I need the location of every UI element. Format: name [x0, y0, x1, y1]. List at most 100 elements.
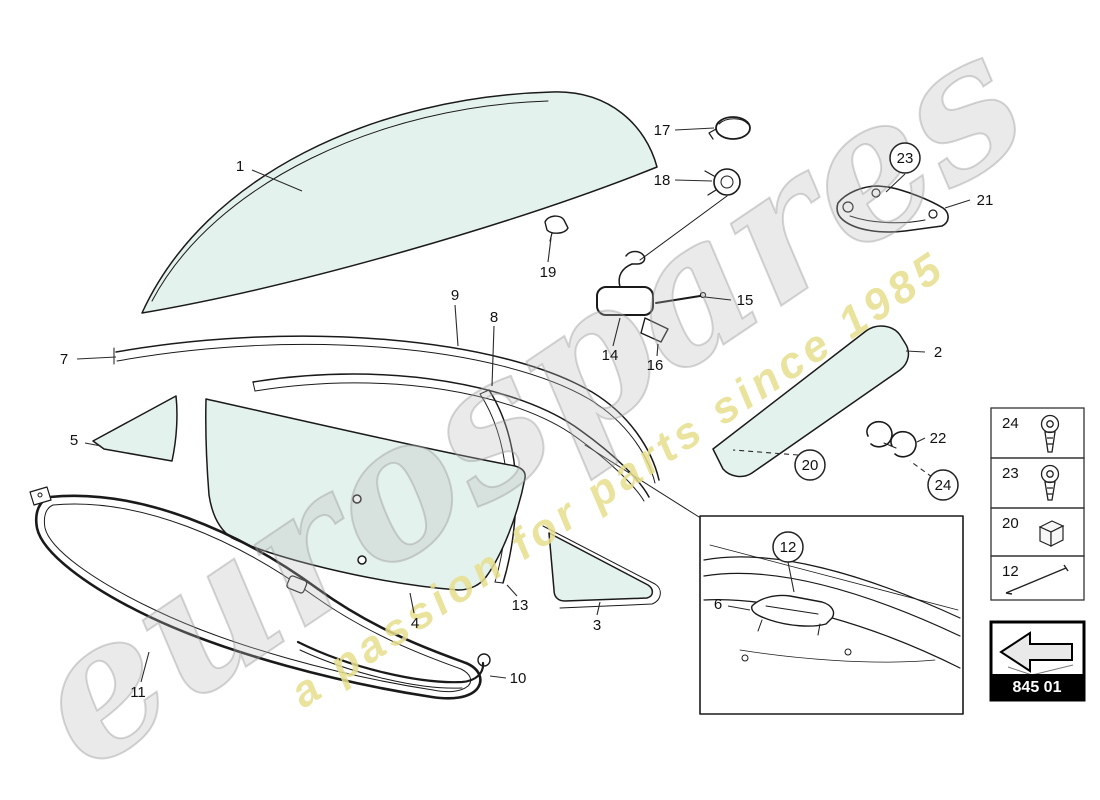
leader-line [944, 199, 971, 209]
leader-line [727, 605, 751, 611]
part-code-box: 845 01 [989, 620, 1086, 702]
callout-circle-23 [889, 142, 921, 174]
sidebar-part-boxes: 24 23 20 12 [989, 407, 1086, 702]
leader-line [885, 173, 906, 193]
leader-line [704, 296, 732, 301]
leader-line [506, 584, 518, 597]
leader-line [251, 169, 303, 192]
trim-strip-upper-inner [116, 343, 656, 484]
leader-line-dashed [909, 460, 933, 478]
frame-seal-outer [252, 373, 650, 498]
leader-line [409, 592, 415, 614]
leader-line [76, 356, 117, 360]
callout-circle-20 [794, 449, 826, 481]
front-quarter-glass [92, 395, 178, 462]
mount-ring-inner [720, 175, 734, 189]
callout-5: 5 [70, 432, 78, 449]
roof-bracket-hole [928, 209, 938, 219]
glass-clip-right [890, 430, 917, 458]
leader-line [656, 343, 659, 357]
leader-lines [76, 127, 971, 683]
callout-6: 6 [714, 596, 722, 613]
roof-bracket-detail [751, 594, 835, 627]
mirror-bracket [640, 317, 669, 343]
callout-labels: 1 7 5 9 8 19 14 16 15 17 18 21 2 22 13 4… [60, 122, 994, 701]
sill-seal-inner [299, 649, 463, 689]
roof-line [703, 556, 961, 619]
sidebar-box-12 [990, 555, 1085, 601]
parts-layer [29, 91, 964, 715]
clip-block-icon [1038, 520, 1065, 547]
door-glass-hole [352, 494, 362, 504]
callout-16: 16 [647, 357, 664, 374]
cover-cap-tab [708, 128, 717, 140]
roof-bracket [836, 185, 949, 233]
cover-cap [715, 116, 751, 140]
callout-19: 19 [540, 264, 557, 281]
rod-icon [1005, 564, 1069, 595]
leader-line [140, 651, 150, 683]
roof-clip [544, 215, 569, 234]
leader-line [454, 304, 459, 347]
sidebar-item-23-label: 23 [1002, 465, 1019, 482]
glass-clip-link [883, 442, 897, 449]
callout-17: 17 [654, 122, 671, 139]
mirror-mount [625, 250, 646, 265]
rear-quarter-glass [548, 532, 654, 602]
rear-glass [712, 325, 910, 478]
callout-18: 18 [654, 172, 671, 189]
callout-8: 8 [490, 309, 498, 326]
callout-10: 10 [510, 670, 527, 687]
torx-screw-icon [1040, 414, 1060, 453]
mount-to-mirror-line [639, 195, 728, 261]
roof-line-thin [709, 544, 959, 611]
mount-ring-tabs [704, 170, 717, 196]
inset-detail-box [699, 515, 964, 715]
roof-line-thin [739, 649, 936, 663]
callout-7: 7 [60, 351, 68, 368]
leader-line [547, 237, 552, 263]
callout-circle-24 [927, 469, 959, 501]
leader-line [674, 127, 715, 131]
roof-line [703, 572, 961, 637]
callout-13: 13 [512, 597, 529, 614]
seal-bracket-hole [37, 492, 43, 498]
inset-reference-line [584, 444, 700, 518]
roof-bracket-hole [871, 188, 881, 198]
trim-strip-upper [115, 335, 660, 481]
seal-bracket [29, 486, 52, 506]
frame-seal-end [252, 381, 256, 392]
windscreen-glass [141, 91, 658, 314]
circled-callouts [772, 142, 959, 563]
callout-20: 20 [802, 457, 819, 474]
part-code-text: 845 01 [1013, 679, 1062, 696]
sidebar-item-24-label: 24 [1002, 415, 1019, 432]
callout-14: 14 [602, 347, 619, 364]
mirror-rod-tip [699, 291, 707, 299]
sidebar-item-12-label: 12 [1002, 563, 1019, 580]
callout-3: 3 [593, 617, 601, 634]
callout-12: 12 [780, 539, 797, 556]
callout-24: 24 [935, 477, 952, 494]
cover-cap-detail [718, 118, 749, 125]
sill-seal-end [477, 653, 491, 667]
rear-quarter-seal [542, 525, 661, 609]
seal-clip [286, 575, 308, 594]
callout-2: 2 [934, 344, 942, 361]
frame-seal-inner [254, 382, 645, 502]
window-channel-ends [479, 389, 504, 584]
leader-line [905, 350, 926, 353]
roof-bracket-hole [842, 201, 854, 213]
torx-screw-icon [1040, 464, 1060, 501]
part-code-bar [991, 674, 1084, 700]
leader-line [596, 601, 601, 616]
door-glass-hole [357, 555, 367, 565]
callout-9: 9 [451, 287, 459, 304]
sidebar-item-20-label: 20 [1002, 515, 1019, 532]
roof-bracket-detail-lines [757, 605, 821, 636]
callout-11: 11 [130, 684, 146, 701]
mirror-stem [618, 263, 633, 288]
mount-ring [713, 168, 741, 196]
leader-line [787, 561, 795, 593]
